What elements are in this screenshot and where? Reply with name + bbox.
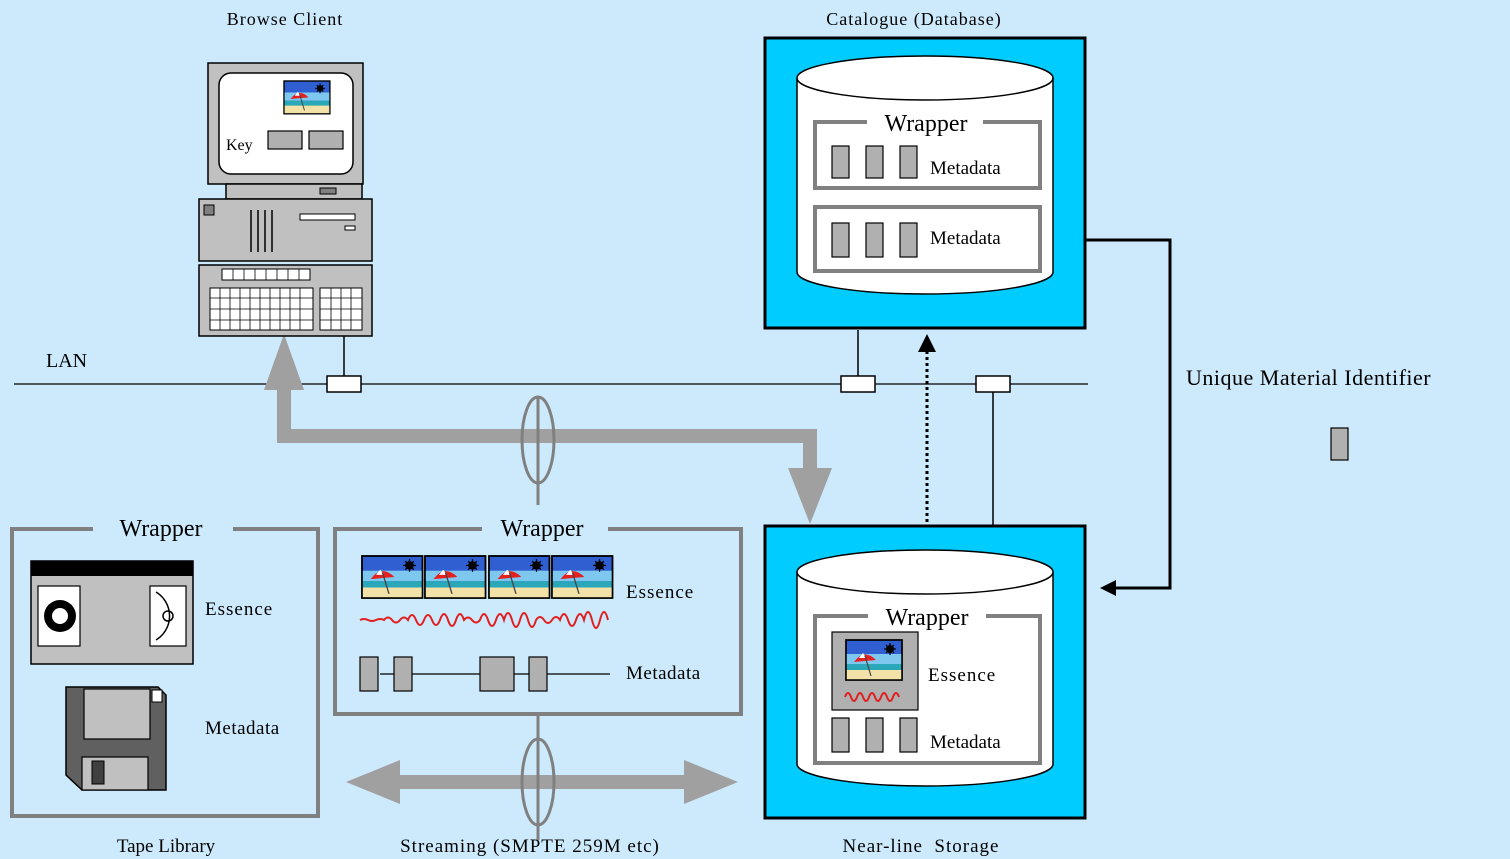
stream-wrapper-title: Wrapper [501,516,584,542]
tape-library-box [10,516,320,818]
catalogue-label: Catalogue (Database) [826,9,1001,30]
lan-connectors [326,330,1011,526]
catalogue-metadata-label-2: Metadata [930,228,1001,249]
metadata-dotted-arrow [918,334,936,522]
tape-metadata-label: Metadata [205,718,280,739]
streaming-label: Streaming (SMPTE 259M etc) [400,836,660,857]
nearline-label: Near-line Storage [843,836,1000,857]
stream-wrapper-box [333,516,743,716]
nearline-essence-label: Essence [928,665,996,686]
catalogue-box [763,36,1087,330]
catalogue-wrapper-title: Wrapper [885,111,968,137]
umid-label: Unique Material Identifier [1186,365,1431,390]
stream-metadata-label: Metadata [626,663,701,684]
tape-wrapper-title: Wrapper [120,516,203,542]
data-path-arrow [264,334,832,524]
stream-link-top [520,395,556,505]
nearline-box [763,524,1087,820]
lan-label: LAN [46,350,87,372]
computer-icon [198,62,373,337]
nearline-wrapper-title: Wrapper [886,605,969,631]
umid-symbol [1330,427,1349,461]
stream-essence-label: Essence [626,582,694,603]
stream-link-bottom [520,713,556,840]
catalogue-metadata-label: Metadata [930,158,1001,179]
nearline-metadata-label: Metadata [930,732,1001,753]
tape-essence-label: Essence [205,599,273,620]
browse-client-label: Browse Client [227,9,344,29]
umid-link-arrow [1044,238,1172,596]
streaming-arrow [346,760,738,804]
key-label: Key [226,137,253,154]
tape-library-label: Tape Library [117,836,216,857]
